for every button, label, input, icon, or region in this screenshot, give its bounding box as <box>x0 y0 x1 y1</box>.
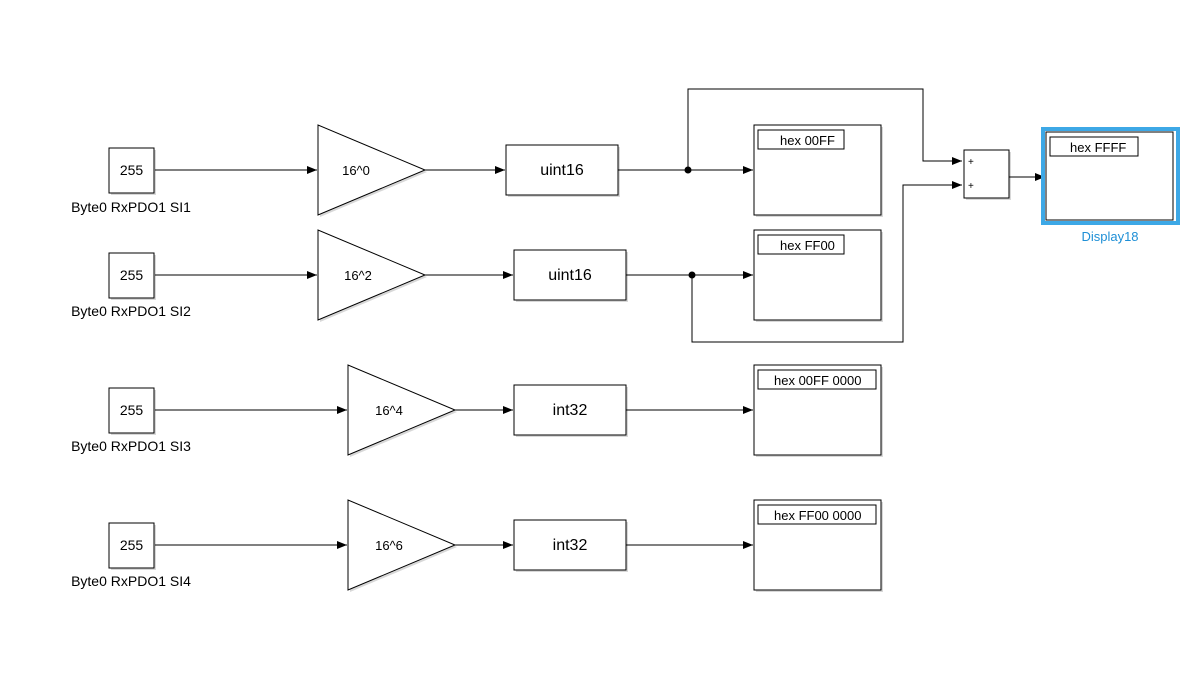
constant-value: 255 <box>120 402 144 418</box>
display-value: hex 00FF 0000 <box>774 373 861 388</box>
row-1: 255 Byte0 RxPDO1 SI1 16^0 uint16 hex 00F… <box>71 124 883 217</box>
constant-block[interactable]: 255 <box>108 387 156 435</box>
constant-value: 255 <box>120 267 144 283</box>
conversion-label: int32 <box>553 402 588 419</box>
constant-label[interactable]: Byte0 RxPDO1 SI3 <box>71 438 191 454</box>
constant-label[interactable]: Byte0 RxPDO1 SI4 <box>71 573 191 589</box>
data-type-conversion-block[interactable]: int32 <box>513 519 628 572</box>
constant-block[interactable]: 255 <box>108 147 156 195</box>
display-name-label[interactable]: Display18 <box>1081 229 1138 244</box>
constant-label[interactable]: Byte0 RxPDO1 SI1 <box>71 199 191 215</box>
display-block[interactable]: hex FF00 <box>753 229 883 322</box>
data-type-conversion-block[interactable]: uint16 <box>505 144 620 197</box>
gain-block[interactable]: 16^0 <box>317 124 427 217</box>
constant-block[interactable]: 255 <box>108 522 156 570</box>
conversion-label: int32 <box>553 537 588 554</box>
display-value: hex FF00 0000 <box>774 508 861 523</box>
sum-input-sign-1: + <box>968 157 974 168</box>
constant-block[interactable]: 255 <box>108 252 156 300</box>
selection-highlight <box>1041 127 1180 225</box>
sum-input-sign-2: + <box>968 181 974 192</box>
signal-line[interactable] <box>687 88 962 170</box>
gain-block[interactable]: 16^4 <box>347 364 457 457</box>
data-type-conversion-block[interactable]: int32 <box>513 384 628 437</box>
row-2: 255 Byte0 RxPDO1 SI2 16^2 uint16 hex FF0… <box>71 229 883 322</box>
gain-label: 16^4 <box>375 403 403 418</box>
gain-block[interactable]: 16^6 <box>347 499 457 592</box>
gain-label: 16^6 <box>375 538 403 553</box>
sum-block[interactable]: + + <box>963 149 1011 200</box>
data-type-conversion-block[interactable]: uint16 <box>513 249 628 302</box>
row-3: 255 Byte0 RxPDO1 SI3 16^4 int32 hex 00FF… <box>71 364 883 457</box>
row-4: 255 Byte0 RxPDO1 SI4 16^6 int32 hex FF00… <box>71 499 883 592</box>
signal-line[interactable] <box>691 181 962 343</box>
conversion-label: uint16 <box>540 162 584 179</box>
sum-section: + + hex FFFF Display18 <box>687 88 1180 343</box>
display-value: hex FF00 <box>780 238 835 253</box>
gain-label: 16^0 <box>342 163 370 178</box>
display-block[interactable]: hex 00FF 0000 <box>753 364 883 457</box>
gain-label: 16^2 <box>344 268 372 283</box>
display-value: hex 00FF <box>780 133 835 148</box>
conversion-label: uint16 <box>548 267 592 284</box>
constant-value: 255 <box>120 537 144 553</box>
display-value: hex FFFF <box>1070 140 1126 155</box>
display-block[interactable]: hex FF00 0000 <box>753 499 883 592</box>
display-block[interactable]: hex 00FF <box>753 124 883 217</box>
constant-value: 255 <box>120 162 144 178</box>
display-block-selected[interactable]: hex FFFF <box>1041 127 1180 225</box>
gain-block[interactable]: 16^2 <box>317 229 427 322</box>
constant-label[interactable]: Byte0 RxPDO1 SI2 <box>71 303 191 319</box>
